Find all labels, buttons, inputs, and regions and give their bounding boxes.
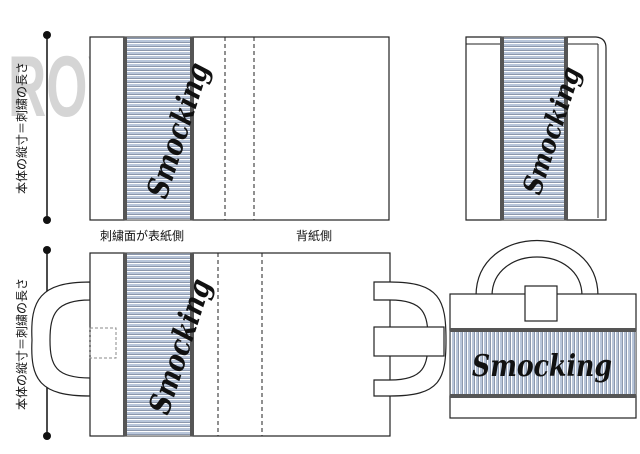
book-cover-flat: Smocking	[89, 36, 390, 221]
bag-tab	[524, 285, 558, 322]
front-cover-label: 刺繍面が表紙側	[100, 228, 184, 243]
dimension-top: 本体の縦寸＝刺繍の長さ	[15, 31, 51, 224]
left-handle	[31, 281, 91, 397]
tab-placeholder	[89, 327, 117, 359]
right-handle	[373, 281, 447, 397]
dimension-bottom: 本体の縦寸＝刺繍の長さ	[15, 246, 51, 440]
closed-book: Smocking	[465, 36, 607, 221]
bag-assembled: Smocking	[449, 240, 637, 419]
back-cover-label: 背紙側	[296, 228, 332, 243]
dimension-label-top: 本体の縦寸＝刺繍の長さ	[15, 62, 29, 194]
embroidery-text: Smocking	[472, 349, 612, 384]
dimension-label-bottom: 本体の縦寸＝刺繍の長さ	[15, 278, 29, 410]
bag-flat: Smocking	[31, 252, 447, 437]
closure-tab	[373, 326, 445, 357]
